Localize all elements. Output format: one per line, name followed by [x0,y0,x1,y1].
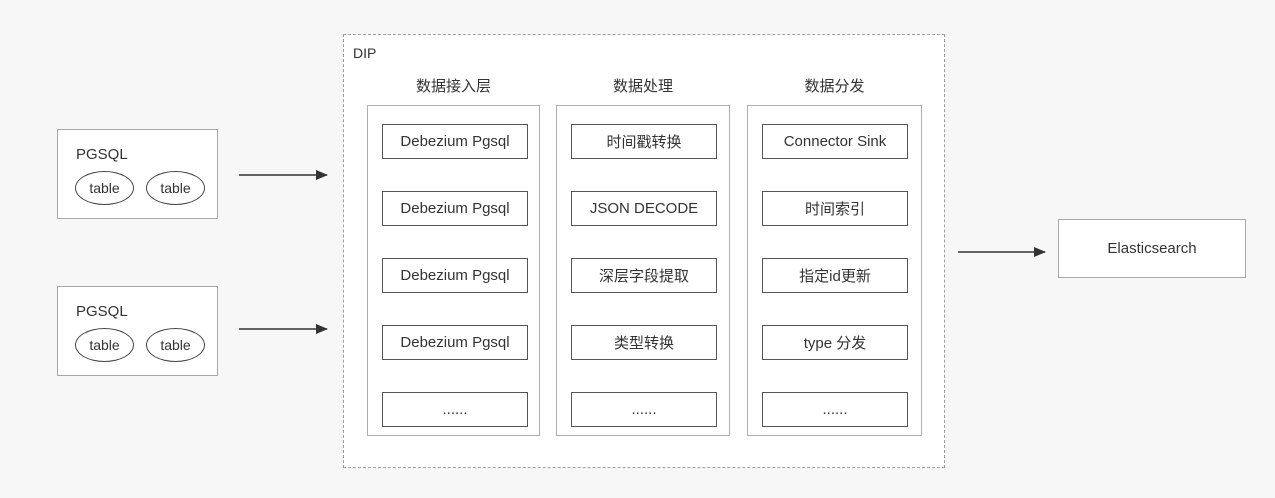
ingest-item-more: ...... [382,392,528,427]
process-item: 深层字段提取 [571,258,717,293]
table-node: table [146,171,205,205]
source-pgsql-1: PGSQL table table [57,129,218,219]
ingest-item: Debezium Pgsql [382,124,528,159]
table-node: table [146,328,205,362]
column-process: 时间戳转换 JSON DECODE 深层字段提取 类型转换 ...... [556,105,730,436]
column-dispatch: Connector Sink 时间索引 指定id更新 type 分发 .....… [747,105,922,436]
dispatch-item: 时间索引 [762,191,908,226]
dispatch-item: Connector Sink [762,124,908,159]
column-title-dispatch: 数据分发 [804,78,865,95]
column-title-ingest: 数据接入层 [415,78,491,95]
dispatch-item: 指定id更新 [762,258,908,293]
source-title: PGSQL [76,303,128,320]
dip-label: DIP [353,45,377,61]
target-elasticsearch: Elasticsearch [1058,219,1246,278]
ingest-item: Debezium Pgsql [382,325,528,360]
process-item-more: ...... [571,392,717,427]
table-node: table [75,171,134,205]
column-ingest: Debezium Pgsql Debezium Pgsql Debezium P… [367,105,540,436]
source-pgsql-2: PGSQL table table [57,286,218,376]
ingest-item: Debezium Pgsql [382,191,528,226]
table-node: table [75,328,134,362]
target-label: Elasticsearch [1107,240,1197,257]
column-title-process: 数据处理 [612,78,673,95]
dispatch-item-more: ...... [762,392,908,427]
process-item: JSON DECODE [571,191,717,226]
process-item: 类型转换 [571,325,717,360]
ingest-item: Debezium Pgsql [382,258,528,293]
process-item: 时间戳转换 [571,124,717,159]
source-title: PGSQL [76,146,128,163]
dispatch-item: type 分发 [762,325,908,360]
